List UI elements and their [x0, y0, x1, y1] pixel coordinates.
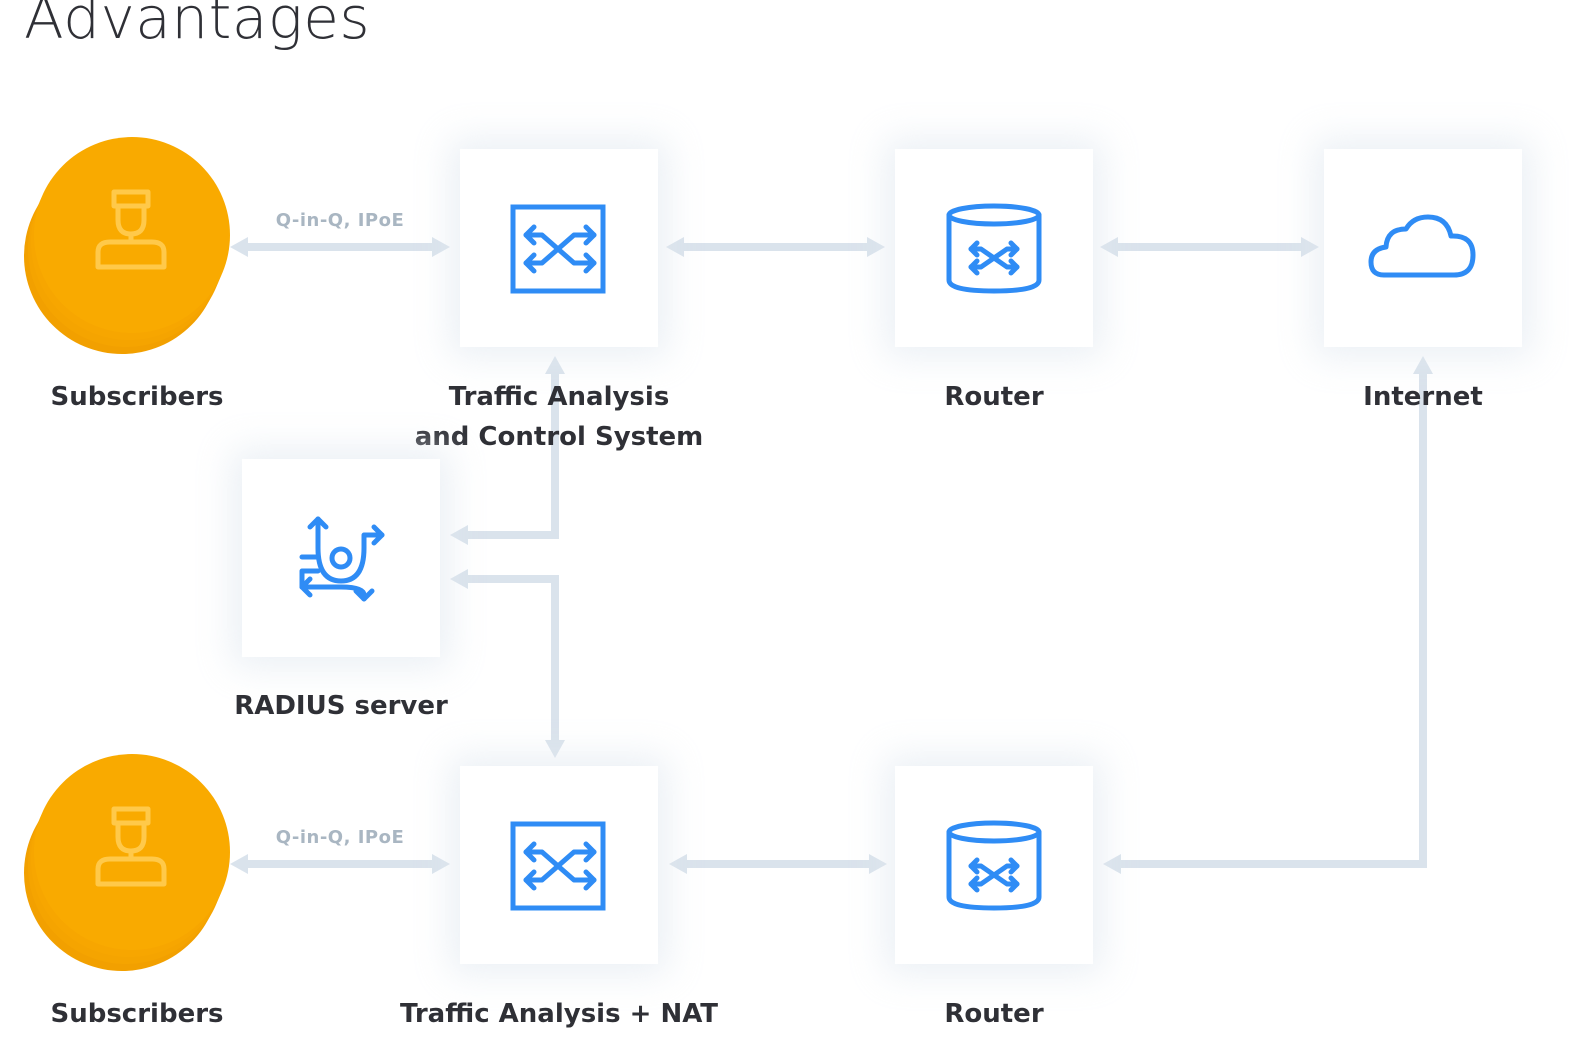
edge-label-bottom: Q-in-Q, IPoE: [275, 827, 405, 848]
arrowhead: [669, 854, 687, 874]
arrowhead: [450, 569, 468, 589]
link-radius-nat: [466, 575, 559, 742]
arrowhead: [230, 854, 248, 874]
arrowhead: [545, 740, 565, 758]
crossed-arrows-icon: [510, 204, 606, 294]
router-bottom-label: Router: [944, 999, 1044, 1029]
link-internet-router-bottom: [1119, 372, 1427, 868]
router-top-card: [895, 149, 1093, 347]
arrowhead: [432, 237, 450, 257]
ta-nat-card: [460, 766, 658, 964]
arrowhead: [1103, 854, 1121, 874]
rotating-arrows-icon: [299, 516, 385, 602]
cloud-icon: [1368, 214, 1476, 278]
subscribers-bottom-stack: [24, 754, 230, 971]
subscribers-bottom-label: Subscribers: [50, 999, 224, 1029]
radius-card: [242, 459, 440, 657]
page-title: Advantages: [24, 0, 371, 52]
link-tacs-radius: [466, 372, 559, 539]
tacs-label: Traffic Analysis and Control System: [395, 377, 723, 457]
arrowhead: [1413, 356, 1433, 374]
user-icon: [95, 806, 167, 887]
arrowhead: [450, 525, 468, 545]
edge-label-top: Q-in-Q, IPoE: [275, 210, 405, 231]
crossed-arrows-icon: [510, 821, 606, 911]
tacs-card: [460, 149, 658, 347]
internet-label: Internet: [1363, 382, 1483, 412]
arrowhead: [1100, 237, 1118, 257]
router-bottom-card: [895, 766, 1093, 964]
ta-nat-label: Traffic Analysis + NAT: [399, 999, 719, 1029]
internet-card: [1324, 149, 1522, 347]
arrowhead: [666, 237, 684, 257]
arrowhead: [867, 237, 885, 257]
router-top-label: Router: [944, 382, 1044, 412]
arrowhead: [230, 237, 248, 257]
subscribers-top-label: Subscribers: [50, 382, 224, 412]
user-icon: [95, 189, 167, 270]
radius-label: RADIUS server: [234, 691, 448, 721]
router-icon: [946, 203, 1042, 294]
arrowhead: [869, 854, 887, 874]
router-icon: [946, 820, 1042, 911]
arrowhead: [432, 854, 450, 874]
subscribers-top-stack: [24, 137, 230, 354]
arrowhead: [1301, 237, 1319, 257]
arrowhead: [545, 356, 565, 374]
tacs-label-line2: and Control System: [414, 422, 704, 452]
tacs-label-line1: Traffic Analysis: [448, 382, 670, 412]
